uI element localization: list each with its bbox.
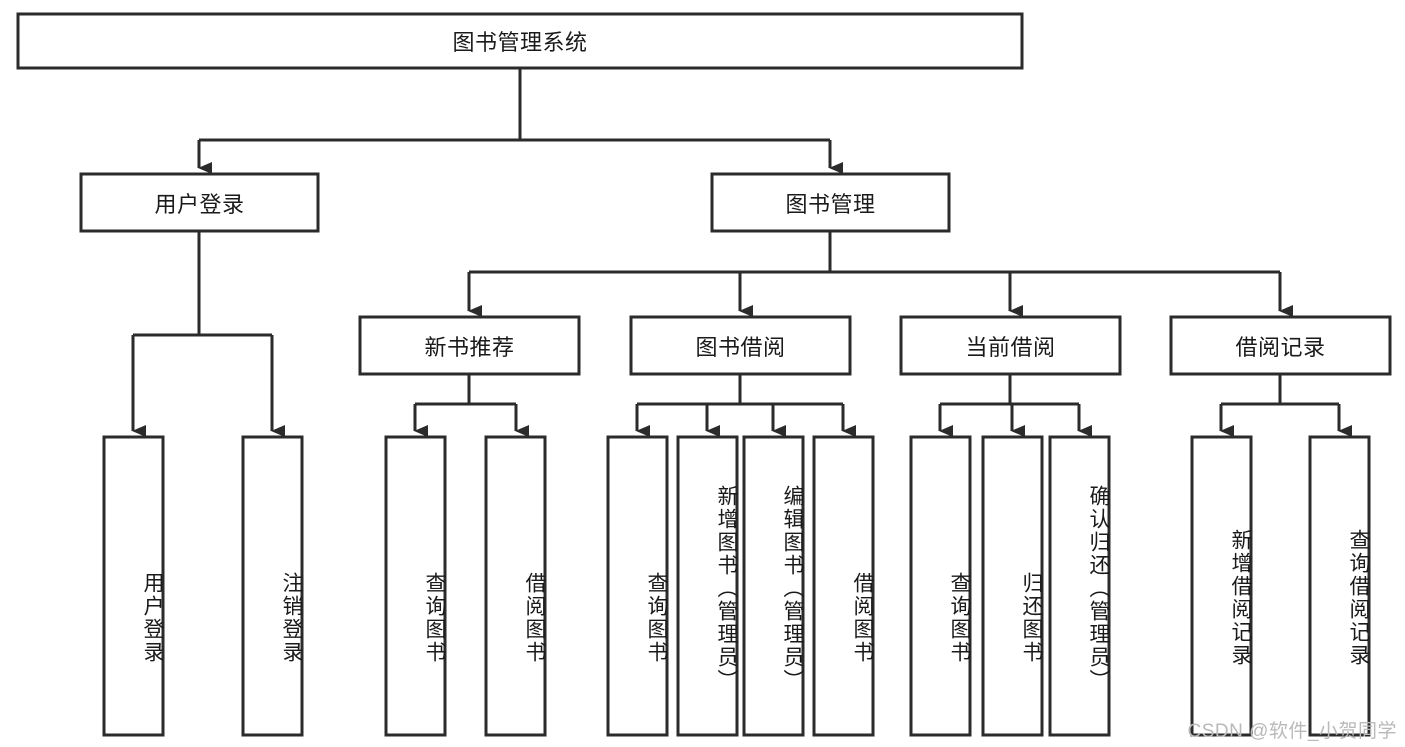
- node-box-leaf-current-borrow-0[interactable]: [909, 435, 972, 737]
- node-box-book-management[interactable]: [710, 172, 951, 233]
- node-box-leaf-book-borrow-0[interactable]: [606, 435, 669, 737]
- node-box-book-borrow[interactable]: [629, 315, 852, 376]
- node-box-borrow-record[interactable]: [1169, 315, 1392, 376]
- node-box-user-login[interactable]: [79, 172, 320, 233]
- watermark-text: CSDN @软件_小贺同学: [1187, 721, 1397, 742]
- node-box-leaf-book-borrow-2[interactable]: [742, 435, 805, 737]
- node-box-leaf-new-book-1[interactable]: [484, 435, 547, 737]
- node-box-leaf-user-login-0[interactable]: [102, 435, 165, 737]
- node-box-leaf-new-book-0[interactable]: [384, 435, 447, 737]
- node-box-current-borrow[interactable]: [899, 315, 1122, 376]
- node-box-leaf-book-borrow-3[interactable]: [812, 435, 875, 737]
- node-box-leaf-borrow-record-0[interactable]: [1190, 435, 1253, 737]
- node-box-leaf-borrow-record-1[interactable]: [1308, 435, 1371, 737]
- node-box-root[interactable]: [16, 12, 1024, 70]
- node-box-new-book-recommend[interactable]: [358, 315, 581, 376]
- node-box-leaf-user-login-1[interactable]: [241, 435, 304, 737]
- node-box-leaf-current-borrow-1[interactable]: [981, 435, 1044, 737]
- node-box-leaf-book-borrow-1[interactable]: [676, 435, 739, 737]
- node-box-leaf-current-borrow-2[interactable]: [1048, 435, 1111, 737]
